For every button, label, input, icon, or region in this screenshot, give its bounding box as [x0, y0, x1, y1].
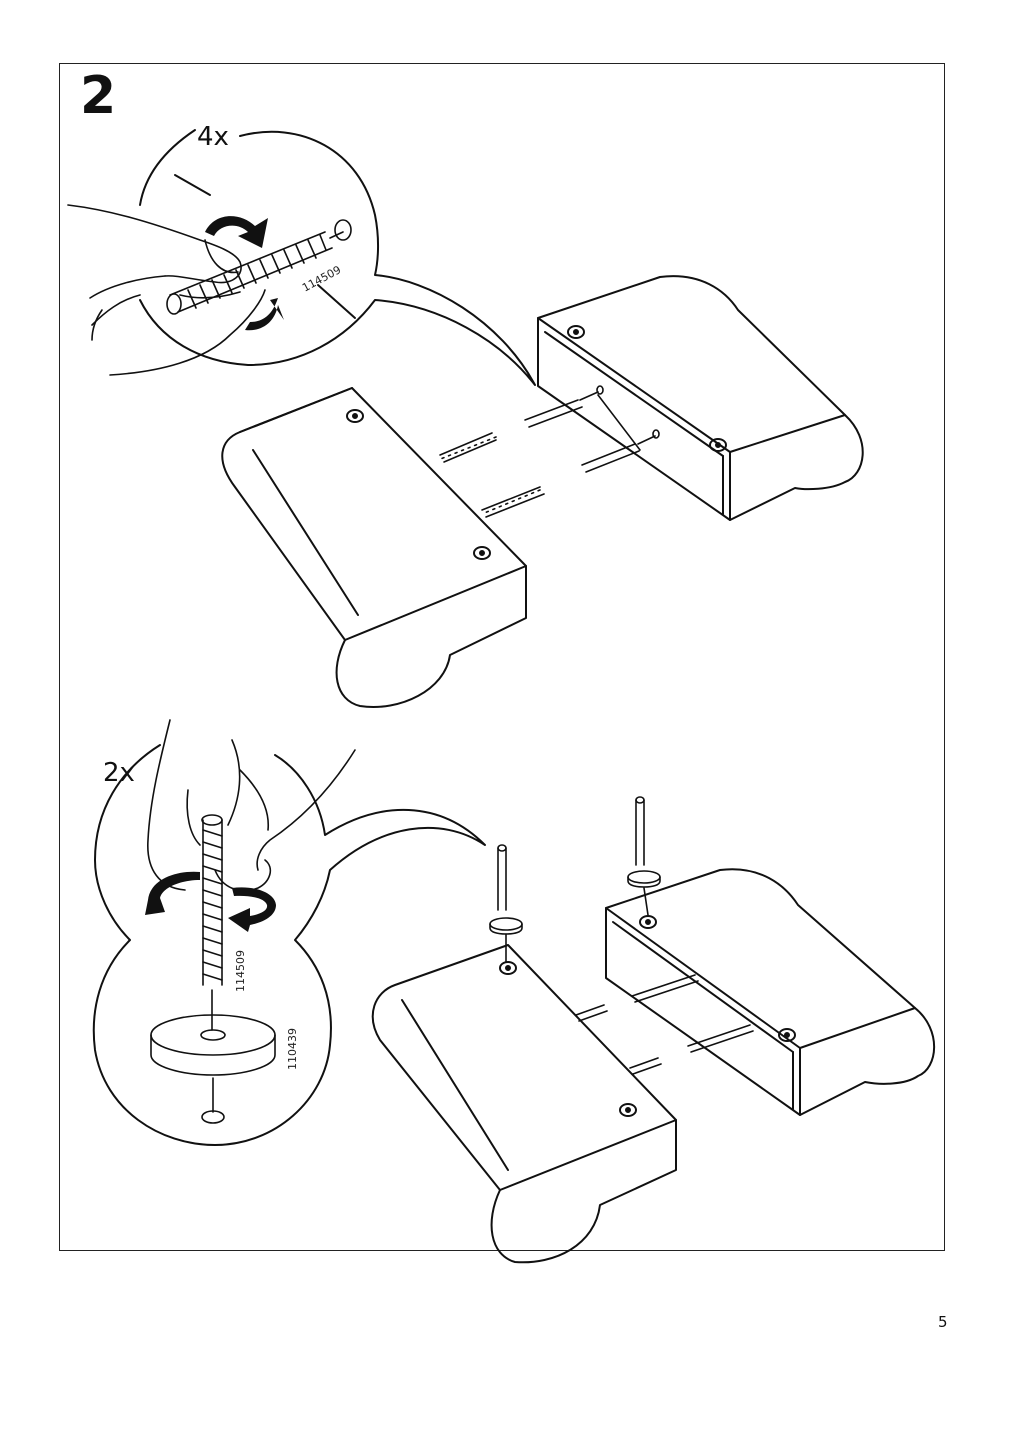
bottom-right-armrest [605, 868, 936, 1116]
part-number-bolt: 114509 [234, 950, 247, 992]
rotate-arrow-icon [205, 216, 284, 331]
bottom-left-armrest [371, 944, 677, 1264]
top-left-armrest [221, 387, 527, 708]
hand-bottom-icon [147, 719, 356, 892]
part-number-washer: 110439 [286, 1028, 299, 1070]
top-right-armrest [537, 275, 864, 521]
bolt-bottom-icon [201, 814, 223, 1031]
step-frame [59, 63, 945, 1251]
bottom-detail-bubble [92, 744, 486, 1146]
dowel-top-icon [166, 219, 352, 315]
top-detail-bubble [139, 129, 536, 386]
step-number: 2 [80, 66, 117, 126]
top-dowels-icon [437, 385, 660, 518]
page-number: 5 [938, 1313, 948, 1331]
quantity-label-bottom: 2x [103, 758, 135, 788]
rotate-arrow-bottom-icon [145, 871, 276, 932]
quantity-label-top: 4x [197, 122, 229, 152]
hand-top-icon [67, 204, 266, 376]
washer-detail-icon [150, 1014, 276, 1124]
bottom-bolts-icon [489, 796, 754, 1075]
